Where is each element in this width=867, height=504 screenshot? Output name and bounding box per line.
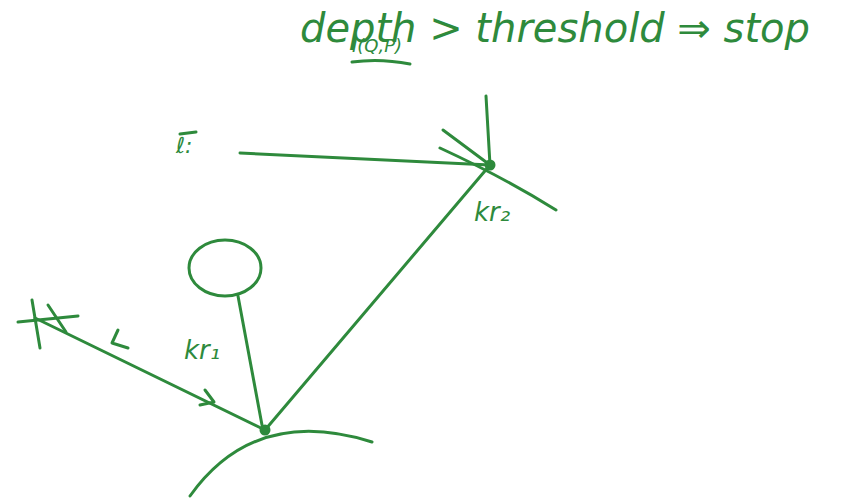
- ray-stroke: [486, 96, 490, 165]
- scribble: [352, 60, 410, 64]
- ray-stroke: [443, 130, 490, 165]
- arrowhead: [200, 390, 214, 405]
- light-ray: [240, 153, 490, 165]
- shadow-ray: [238, 296, 262, 425]
- light-source: [189, 240, 261, 296]
- hit-point: [261, 426, 269, 434]
- eye-symbol: [48, 305, 66, 332]
- arrowhead: [112, 330, 128, 348]
- eye-ray: [35, 318, 265, 430]
- eye-symbol: [18, 316, 78, 322]
- reflection-ray: [265, 165, 490, 430]
- surface-curve: [190, 431, 372, 496]
- coefficient-label: kr₂: [474, 198, 510, 227]
- eye-symbol: [32, 300, 40, 348]
- hit-point: [486, 161, 494, 169]
- light-label: ℓ:: [176, 134, 193, 158]
- intensity-label: I(Q,P): [352, 36, 402, 56]
- coefficient-label: kr₁: [184, 336, 220, 365]
